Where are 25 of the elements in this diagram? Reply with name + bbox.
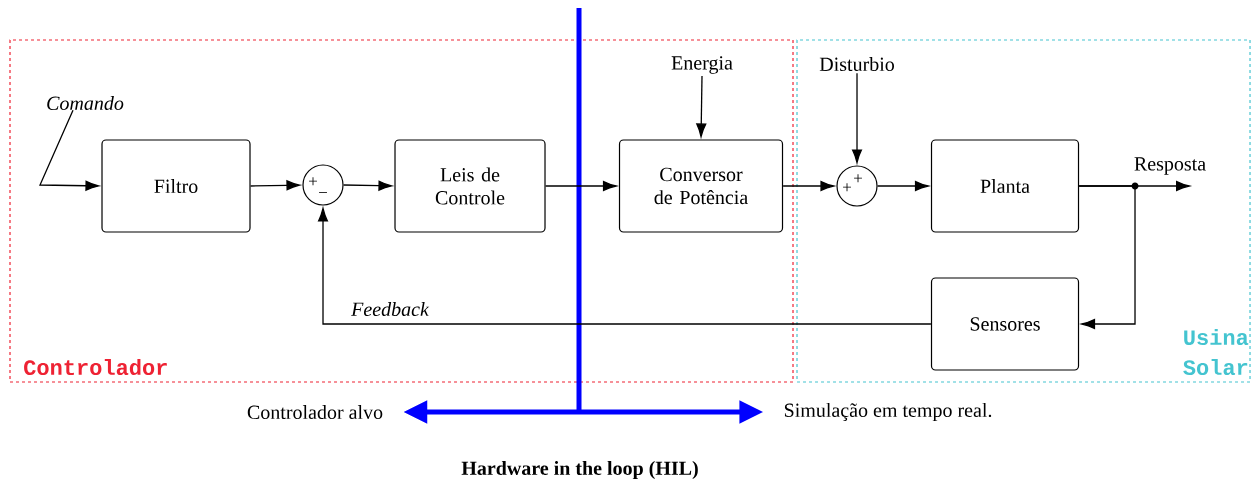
arrow <box>249 180 301 191</box>
arrow <box>342 180 393 191</box>
process-box: Filtro <box>101 139 251 233</box>
arrow <box>851 72 863 164</box>
arrow <box>317 207 932 325</box>
arrow <box>544 180 617 192</box>
arrow <box>39 109 100 191</box>
signal-label: Simulação em tempo real. <box>784 402 992 422</box>
caption: Hardware in the loop (HIL) <box>461 460 698 480</box>
arrow <box>1078 182 1139 330</box>
arrow <box>876 180 929 192</box>
arrow <box>782 180 835 192</box>
process-box: Leis de Controle <box>394 139 546 233</box>
signal-label: Comando <box>47 95 124 111</box>
summing-junction: + + <box>836 165 878 207</box>
summing-junction: + − <box>302 164 344 206</box>
arrow <box>696 75 707 138</box>
edge-label: Resposta <box>1132 156 1208 176</box>
process-box: Planta <box>930 139 1080 233</box>
edge-label: Feedback <box>350 300 430 318</box>
signal-label: Energia <box>671 56 733 74</box>
process-box: Sensores <box>930 277 1080 371</box>
process-box: Conversor de Potência <box>618 139 784 233</box>
signal-label: Controlador alvo <box>247 404 383 420</box>
signal-label: Disturbio <box>819 56 895 72</box>
